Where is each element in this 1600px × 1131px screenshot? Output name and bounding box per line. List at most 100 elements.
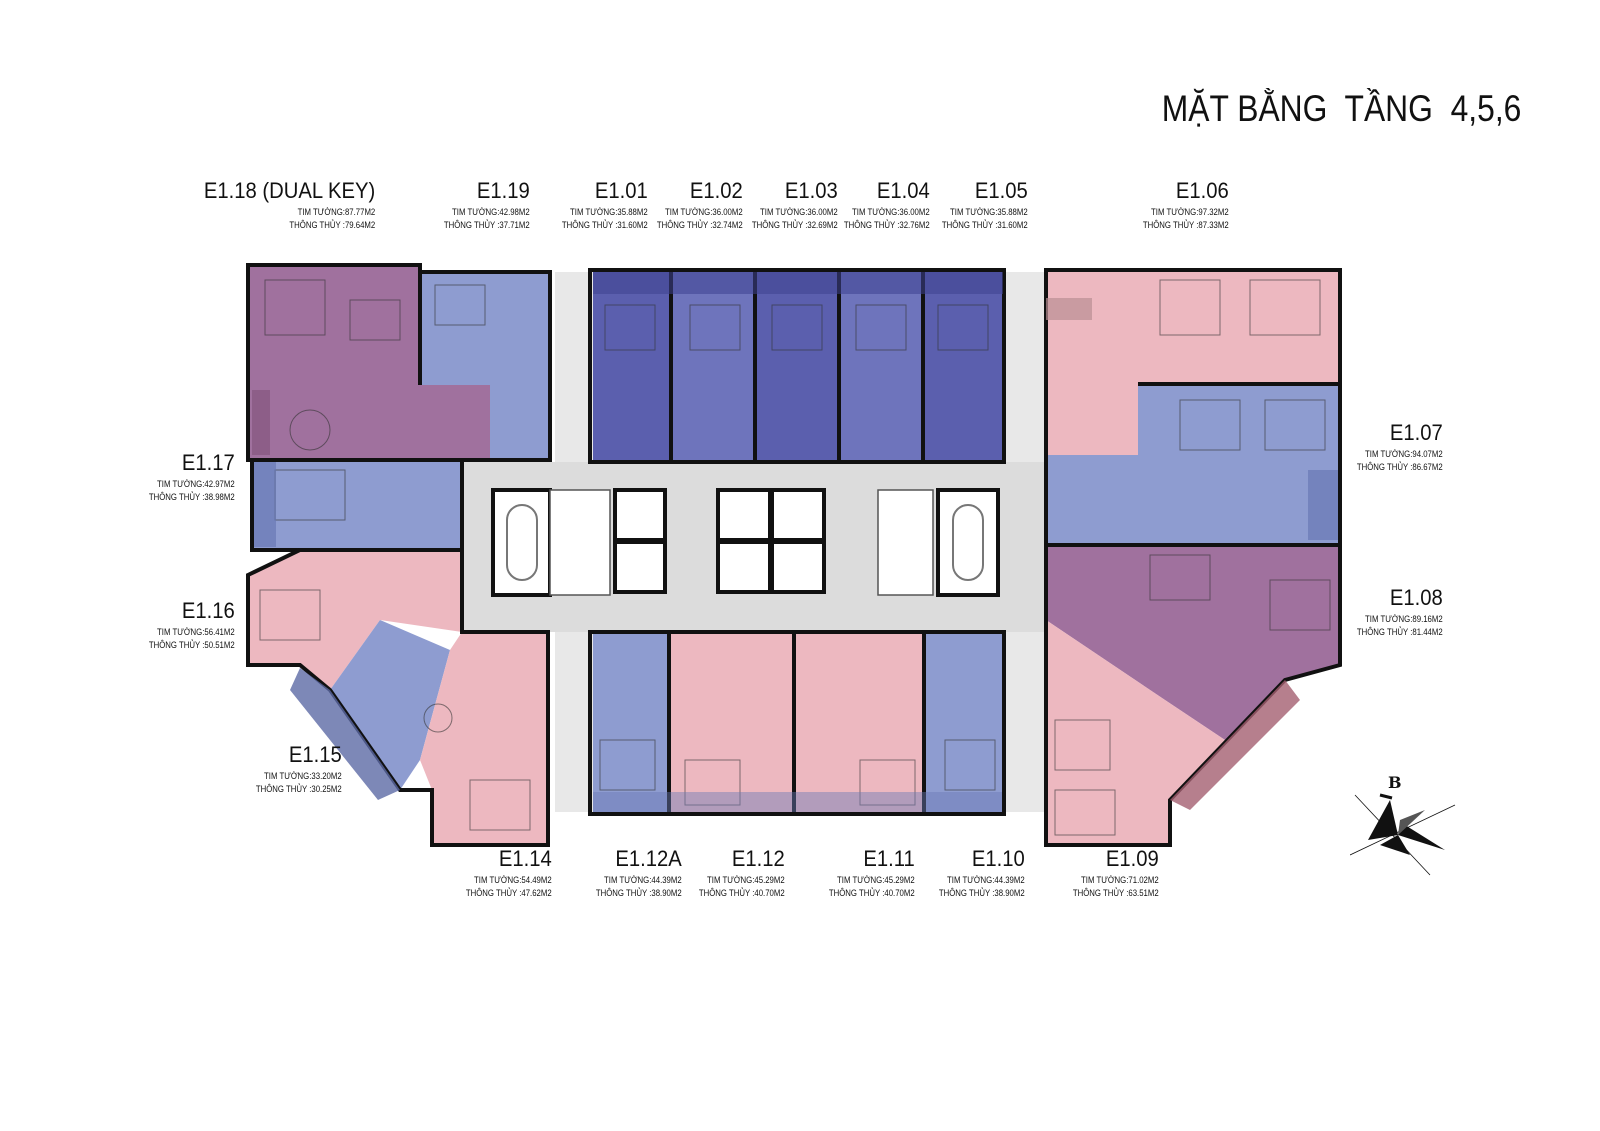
unit-code: E1.17 [182, 450, 235, 475]
left-units [248, 265, 550, 845]
unit-e102 [671, 272, 755, 462]
balcony-e101 [593, 272, 1003, 294]
label-e118: E1.18 (DUAL KEY) TIM TƯỜNG:87.77M2 THÔNG… [189, 180, 375, 230]
lift-mid-3 [716, 540, 772, 594]
corridor-right-upper [1002, 272, 1046, 462]
unit-e105 [923, 272, 1003, 462]
unit-e110 [924, 632, 1002, 814]
label-e116: E1.16 TIM TƯỜNG:56.41M2 THÔNG THỦY :50.5… [130, 600, 235, 650]
lift-mid-2 [770, 488, 826, 542]
unit-code: E1.08 [1390, 585, 1443, 610]
unit-e119 [420, 272, 550, 460]
balcony-e115 [290, 668, 400, 800]
label-e107: E1.07 TIM TƯỜNG:94.07M2 THÔNG THỦY :86.6… [1338, 422, 1443, 472]
wall-e101-e105 [588, 268, 1006, 464]
label-e115: E1.15 TIM TƯỜNG:33.20M2 THÔNG THỦY :30.2… [237, 744, 342, 794]
label-e101: E1.01 TIM TƯỜNG:35.88M2 THÔNG THỦY :31.6… [543, 180, 648, 230]
balcony-e106 [1046, 298, 1092, 320]
label-e114: E1.14 TIM TƯỜNG:54.49M2 THÔNG THỦY :47.6… [447, 848, 552, 898]
unit-code: E1.15 [289, 742, 342, 767]
compass-rose: B [1350, 773, 1456, 876]
unit-tim-tuong: TIM TƯỜNG:36.00M2 [760, 207, 838, 218]
unit-tim-tuong: TIM TƯỜNG:33.20M2 [264, 771, 342, 782]
balcony-lower [593, 792, 1002, 812]
unit-tim-tuong: TIM TƯỜNG:35.88M2 [570, 207, 648, 218]
unit-thong-thuy: THÔNG THỦY :81.44M2 [1357, 626, 1443, 638]
unit-tim-tuong: TIM TƯỜNG:42.97M2 [157, 479, 235, 490]
balcony-e117 [254, 462, 276, 547]
unit-tim-tuong: TIM TƯỜNG:42.98M2 [452, 207, 530, 218]
unit-code: E1.07 [1390, 420, 1443, 445]
unit-thong-thuy: THÔNG THỦY :47.62M2 [466, 887, 552, 899]
label-e104: E1.04 TIM TƯỜNG:36.00M2 THÔNG THỦY :32.7… [825, 180, 930, 230]
unit-code: E1.19 [477, 178, 530, 203]
unit-code: E1.05 [975, 178, 1028, 203]
unit-code: E1.04 [877, 178, 930, 203]
wall-lower [588, 630, 1006, 816]
unit-thong-thuy: THÔNG THỦY :30.25M2 [256, 783, 342, 795]
label-e119: E1.19 TIM TƯỜNG:42.98M2 THÔNG THỦY :37.7… [425, 180, 530, 230]
room-details [259, 279, 1331, 836]
unit-thong-thuy: THÔNG THỦY :32.76M2 [844, 219, 930, 231]
lift-left-2 [613, 540, 667, 594]
label-e111: E1.11 TIM TƯỜNG:45.29M2 THÔNG THỦY :40.7… [810, 848, 915, 898]
unit-thong-thuy: THÔNG THỦY :31.60M2 [942, 219, 1028, 231]
unit-e108 [1046, 545, 1340, 740]
unit-e114 [420, 632, 548, 845]
wall-left-upper [246, 263, 552, 462]
lift-mid-4 [770, 540, 826, 594]
label-e109: E1.09 TIM TƯỜNG:71.02M2 THÔNG THỦY :63.5… [1054, 848, 1159, 898]
right-units [1046, 270, 1340, 845]
unit-tim-tuong: TIM TƯỜNG:54.49M2 [474, 875, 552, 886]
label-e105: E1.05 TIM TƯỜNG:35.88M2 THÔNG THỦY :31.6… [923, 180, 1028, 230]
unit-thong-thuy: THÔNG THỦY :38.90M2 [596, 887, 682, 899]
label-e103: E1.03 TIM TƯỜNG:36.00M2 THÔNG THỦY :32.6… [733, 180, 838, 230]
unit-e115 [330, 620, 450, 790]
unit-tim-tuong: TIM TƯỜNG:94.07M2 [1365, 449, 1443, 460]
compass-needle [1380, 835, 1410, 855]
stair-left-run [506, 504, 538, 581]
unit-e112 [669, 632, 794, 814]
unit-tim-tuong: TIM TƯỜNG:97.32M2 [1151, 207, 1229, 218]
unit-tim-tuong: TIM TƯỜNG:56.41M2 [157, 627, 235, 638]
corridor-upper [555, 272, 593, 462]
compass-needle [1398, 825, 1445, 850]
core [491, 488, 1000, 597]
unit-code: E1.10 [972, 846, 1025, 871]
unit-tim-tuong: TIM TƯỜNG:89.16M2 [1365, 614, 1443, 625]
balcony-e109 [1170, 680, 1300, 810]
unit-thong-thuy: THÔNG THỦY :50.51M2 [149, 639, 235, 651]
lift-right [877, 489, 934, 596]
unit-thong-thuy: THÔNG THỦY :32.74M2 [657, 219, 743, 231]
unit-e117 [252, 460, 462, 550]
balconies [252, 272, 1338, 812]
label-e112a: E1.12A TIM TƯỜNG:44.39M2 THÔNG THỦY :38.… [577, 848, 682, 898]
unit-e118 [248, 265, 490, 460]
unit-e112a [593, 632, 669, 814]
balcony-e118 [252, 390, 270, 455]
upper-units [593, 272, 1003, 462]
unit-thong-thuy: THÔNG THỦY :38.98M2 [149, 491, 235, 503]
stair-right-run [952, 504, 984, 581]
unit-thong-thuy: THÔNG THỦY :86.67M2 [1357, 461, 1443, 473]
unit-code: E1.02 [690, 178, 743, 203]
unit-e104 [839, 272, 923, 462]
unit-thong-thuy: THÔNG THỦY :40.70M2 [699, 887, 785, 899]
unit-tim-tuong: TIM TƯỜNG:45.29M2 [837, 875, 915, 886]
compass-label: B [1388, 773, 1402, 792]
unit-e116 [248, 550, 462, 690]
unit-code: E1.01 [595, 178, 648, 203]
corridor-left-lower [555, 632, 593, 812]
lift-left-1 [613, 488, 667, 542]
unit-code: E1.11 [863, 846, 915, 871]
stair-right [936, 488, 1000, 597]
compass-needle [1368, 800, 1398, 840]
balcony-e107 [1308, 470, 1338, 540]
unit-tim-tuong: TIM TƯỜNG:87.77M2 [297, 207, 375, 218]
lift-mid-1 [716, 488, 772, 542]
unit-tim-tuong: TIM TƯỜNG:44.39M2 [947, 875, 1025, 886]
unit-code: E1.06 [1176, 178, 1229, 203]
unit-tim-tuong: TIM TƯỜNG:36.00M2 [665, 207, 743, 218]
lower-units [593, 632, 1002, 814]
unit-e101 [593, 272, 671, 462]
